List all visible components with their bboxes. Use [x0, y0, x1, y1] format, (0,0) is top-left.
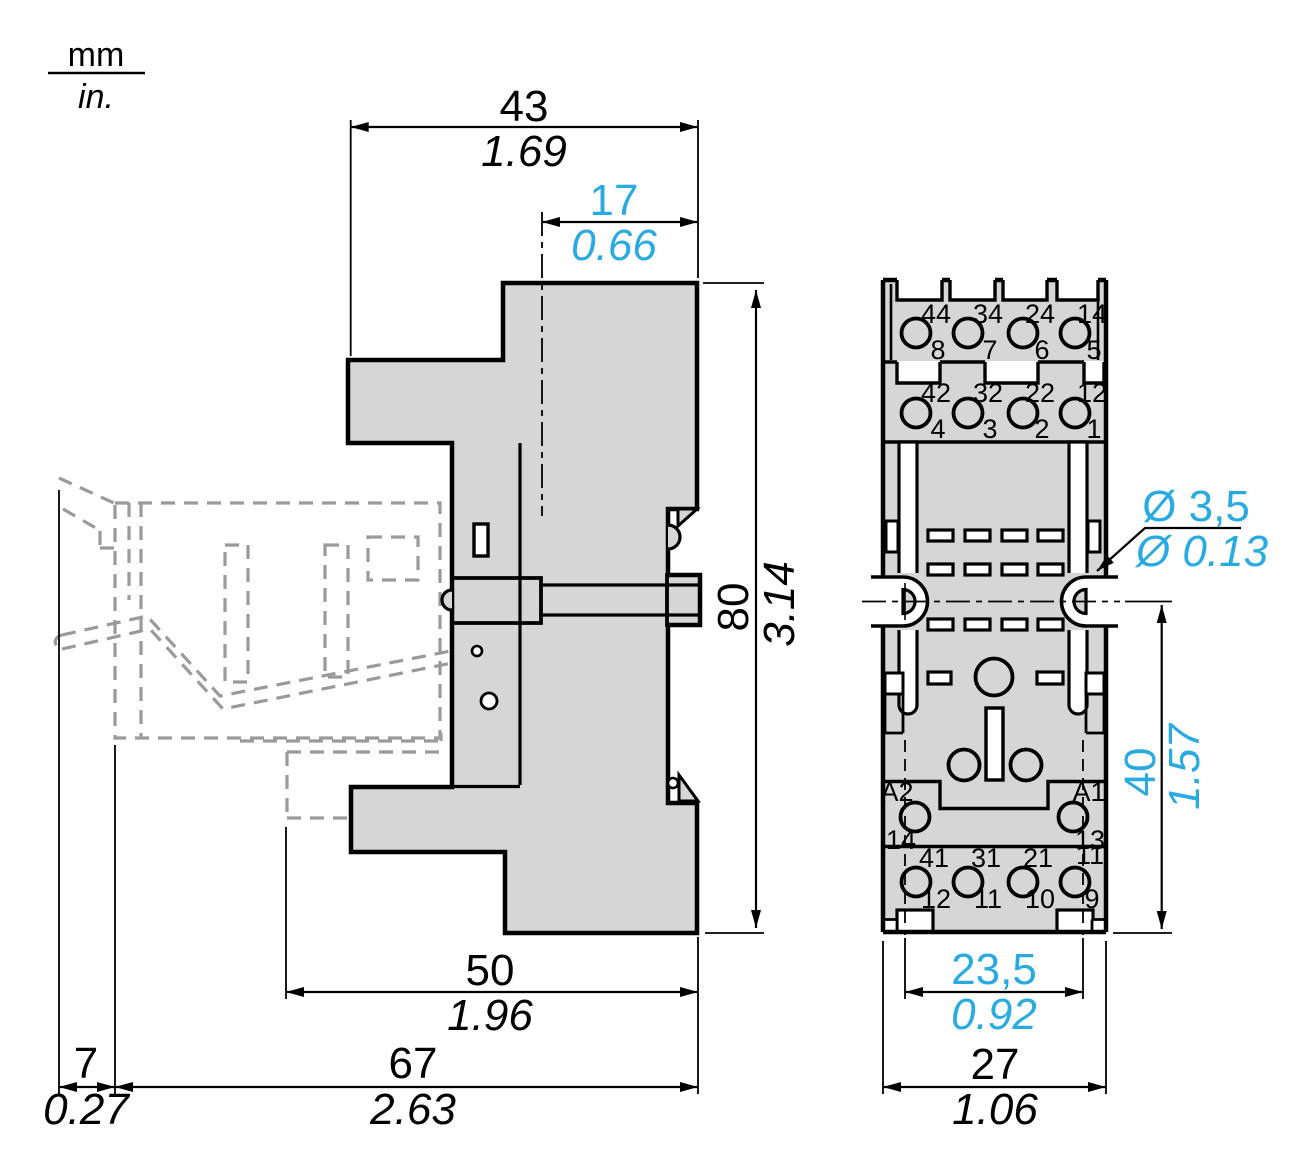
terminal-label: 14: [1077, 299, 1107, 329]
dim-23-5-in: 0.92: [951, 990, 1037, 1039]
phantom-lever-lower: [61, 627, 463, 711]
unit-in-label: in.: [78, 78, 114, 116]
side-hole: [479, 691, 499, 711]
latch-pin-hole: [470, 644, 484, 658]
terminal-label: 14: [886, 825, 916, 855]
phantom-lower-block: [240, 733, 447, 820]
side-view-body: [345, 280, 703, 936]
terminal-label: 32: [973, 378, 1003, 408]
dim-50-in: 1.96: [447, 991, 533, 1040]
front-dimension-lines: [883, 526, 1241, 1092]
terminal-label: 11: [1076, 840, 1104, 870]
terminal-label: 41: [919, 843, 949, 873]
din-clip-pin-hole: [666, 776, 680, 790]
terminal-label: 34: [973, 299, 1003, 329]
din-clip-block: [452, 576, 543, 625]
phantom-lever-upper: [61, 614, 462, 698]
left-pin-bump: [440, 588, 453, 612]
dim-17-in: 0.66: [571, 221, 657, 270]
unit-mm-label: mm: [68, 36, 125, 74]
top-notches: [895, 277, 1100, 302]
dim-50-mm: 50: [466, 946, 515, 995]
phantom-square-slot: [366, 535, 420, 582]
terminal-label: 13: [1075, 825, 1105, 855]
terminal-labels: 44 34 24 14 8 7 6 5 42 32 22 12 4 3 2 1 …: [880, 299, 1107, 914]
coil-section-divider: [883, 779, 1106, 811]
terminal-label-a2: A2: [880, 777, 913, 807]
dim-67-mm: 67: [389, 1039, 438, 1088]
side-extension-lines: [58, 120, 764, 1094]
dim-80-in: 3.14: [755, 561, 804, 647]
terminal-label: 1: [1086, 414, 1101, 444]
guide-hole-left: [946, 747, 982, 783]
right-block-outline: [665, 573, 702, 627]
terminal-label: 4: [930, 414, 945, 444]
phantom-slot-1: [223, 543, 250, 684]
center-slot: [984, 706, 1005, 782]
terminal-label: 22: [1025, 378, 1055, 408]
unit-legend: mm in.: [48, 36, 145, 116]
phantom-slot-2: [323, 543, 350, 679]
side-slot: [472, 522, 490, 558]
front-body-outline: [880, 277, 1109, 935]
terminal-hole-a1: [1056, 800, 1090, 834]
terminal-hole-a2: [898, 800, 932, 834]
front-view: 44 34 24 14 8 7 6 5 42 32 22 12 4 3 2 1 …: [868, 277, 1121, 935]
dim-43-in: 1.69: [481, 127, 567, 176]
center-hole: [973, 656, 1015, 698]
terminal-label: 11: [974, 884, 1002, 914]
dim-43-mm: 43: [500, 82, 549, 131]
terminal-label: 24: [1025, 299, 1055, 329]
contact-slot-rows: [926, 528, 1065, 686]
hole-leader-line: [1096, 526, 1241, 572]
terminal-label: 42: [921, 378, 951, 408]
terminal-label: 8: [930, 335, 945, 365]
din-rail-tooth-bottom: [677, 770, 701, 803]
terminal-label: 44: [921, 299, 951, 329]
phantom-clip-top: [58, 476, 115, 550]
terminal-label: 5: [1086, 335, 1101, 365]
dim-40-in: 1.57: [1160, 723, 1209, 810]
front-view-dimensions: Ø 3,5 Ø 0.13 40 1.57 23,5 0.92 27 1.06: [862, 482, 1269, 1134]
terminal-label-a1: A1: [1072, 777, 1105, 807]
terminal-label: 31: [971, 843, 1001, 873]
side-dimension-lines: [59, 122, 761, 1092]
upper-wall-inner-lines: [889, 284, 1100, 360]
phantom-relay-outline: [53, 476, 463, 820]
terminal-label: 9: [1084, 884, 1099, 914]
dim-7-in: 0.27: [43, 1085, 130, 1134]
dim-23-5-mm: 23,5: [951, 945, 1037, 994]
terminal-label: 21: [1023, 843, 1053, 873]
edge-slot-right: [1086, 519, 1102, 554]
terminal-label: 3: [982, 414, 997, 444]
right-edge-bump: [667, 523, 682, 551]
dim-40-mm: 40: [1116, 748, 1165, 797]
dim-17-mm: 17: [590, 176, 639, 225]
terminal-label: 12: [1077, 378, 1107, 408]
edge-slot-left: [884, 519, 900, 554]
terminal-label: 7: [982, 335, 997, 365]
front-extension-lines: [882, 600, 1172, 1094]
din-rail-tooth-top: [676, 507, 701, 530]
terminal-label: 12: [921, 884, 951, 914]
terminal-label: 6: [1034, 335, 1049, 365]
dim-67-in: 2.63: [369, 1085, 456, 1134]
guide-hole-right: [1008, 747, 1044, 783]
terminal-label: 10: [1025, 884, 1055, 914]
side-view-dimensions: 43 1.69 17 0.66 80 3.14 50 1.96 7 0.27 6…: [43, 82, 804, 1134]
side-view: [345, 280, 703, 936]
dim-7-mm: 7: [74, 1039, 98, 1088]
mounting-center-dashed-lines: [904, 740, 1084, 935]
pin-rod-edges: [541, 583, 700, 617]
section-divider-1: [883, 360, 1106, 385]
dim-hole-in: Ø 0.13: [1134, 527, 1269, 576]
dim-27-in: 1.06: [952, 1085, 1038, 1134]
dim-27-mm: 27: [971, 1040, 1020, 1089]
terminal-holes: [899, 316, 1092, 899]
phantom-lever-cap: [53, 633, 63, 651]
dim-hole-mm: Ø 3,5: [1142, 482, 1250, 531]
terminal-label: 2: [1034, 414, 1049, 444]
dim-80-mm: 80: [709, 583, 758, 632]
